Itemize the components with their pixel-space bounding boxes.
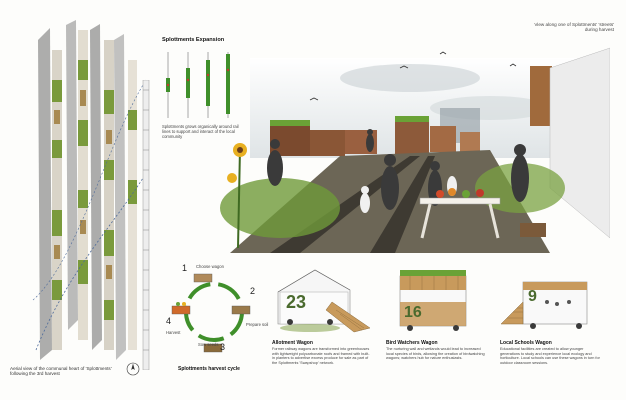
cycle-step-2-number: 2 [250, 286, 256, 296]
expansion-diagram [166, 52, 230, 118]
cycle-step-1-number: 1 [182, 263, 188, 273]
aerial-caption: Aerial view of the communal heart of 'Sp… [10, 366, 112, 377]
aerial-view-image [32, 20, 149, 360]
cycle-step-1-label: Choose wagon [196, 264, 224, 269]
local-schools-wagon-title: Local Schools Wagon [500, 340, 552, 346]
north-arrow-icon [126, 362, 140, 376]
local-schools-wagon-number: 9 [528, 288, 537, 305]
expansion-title: Splottments Expansion [162, 37, 225, 43]
allotment-wagon-title: Allotment Wagon [272, 340, 313, 346]
rail-track-strip [142, 80, 150, 370]
cycle-step-4-number: 4 [166, 316, 172, 326]
bird-watchers-wagon-number: 16 [404, 304, 422, 321]
expansion-description: Splottments grows organically around rai… [162, 124, 239, 139]
allotment-wagon-number: 23 [286, 292, 307, 312]
cycle-step-3-number: 3 [220, 342, 226, 352]
cycle-title: Splottments harvest cycle [178, 366, 240, 372]
bird-watchers-wagon-description: The nurturing wall and wetlands would le… [386, 347, 485, 361]
cycle-step-2-label: Prepare soil [246, 322, 269, 327]
local-schools-wagon-illustration [500, 281, 588, 329]
local-schools-wagon-description: Educational facilities are created to al… [500, 347, 600, 365]
bird-watchers-wagon-illustration [399, 270, 467, 331]
bird-watchers-wagon-title: Bird Watchers Wagon [386, 340, 438, 346]
harvest-street-perspective [220, 47, 610, 253]
harvest-cycle-diagram [171, 273, 251, 353]
cycle-step-3-label: Sow seeds [198, 342, 219, 347]
allotment-wagon-description: Former railway wagons are transformed in… [272, 347, 370, 365]
main-view-caption: View along one of Splottments' 'streets'… [534, 22, 614, 32]
allotment-wagon-illustration [277, 269, 371, 333]
cycle-step-4-label: Harvest [166, 330, 181, 335]
